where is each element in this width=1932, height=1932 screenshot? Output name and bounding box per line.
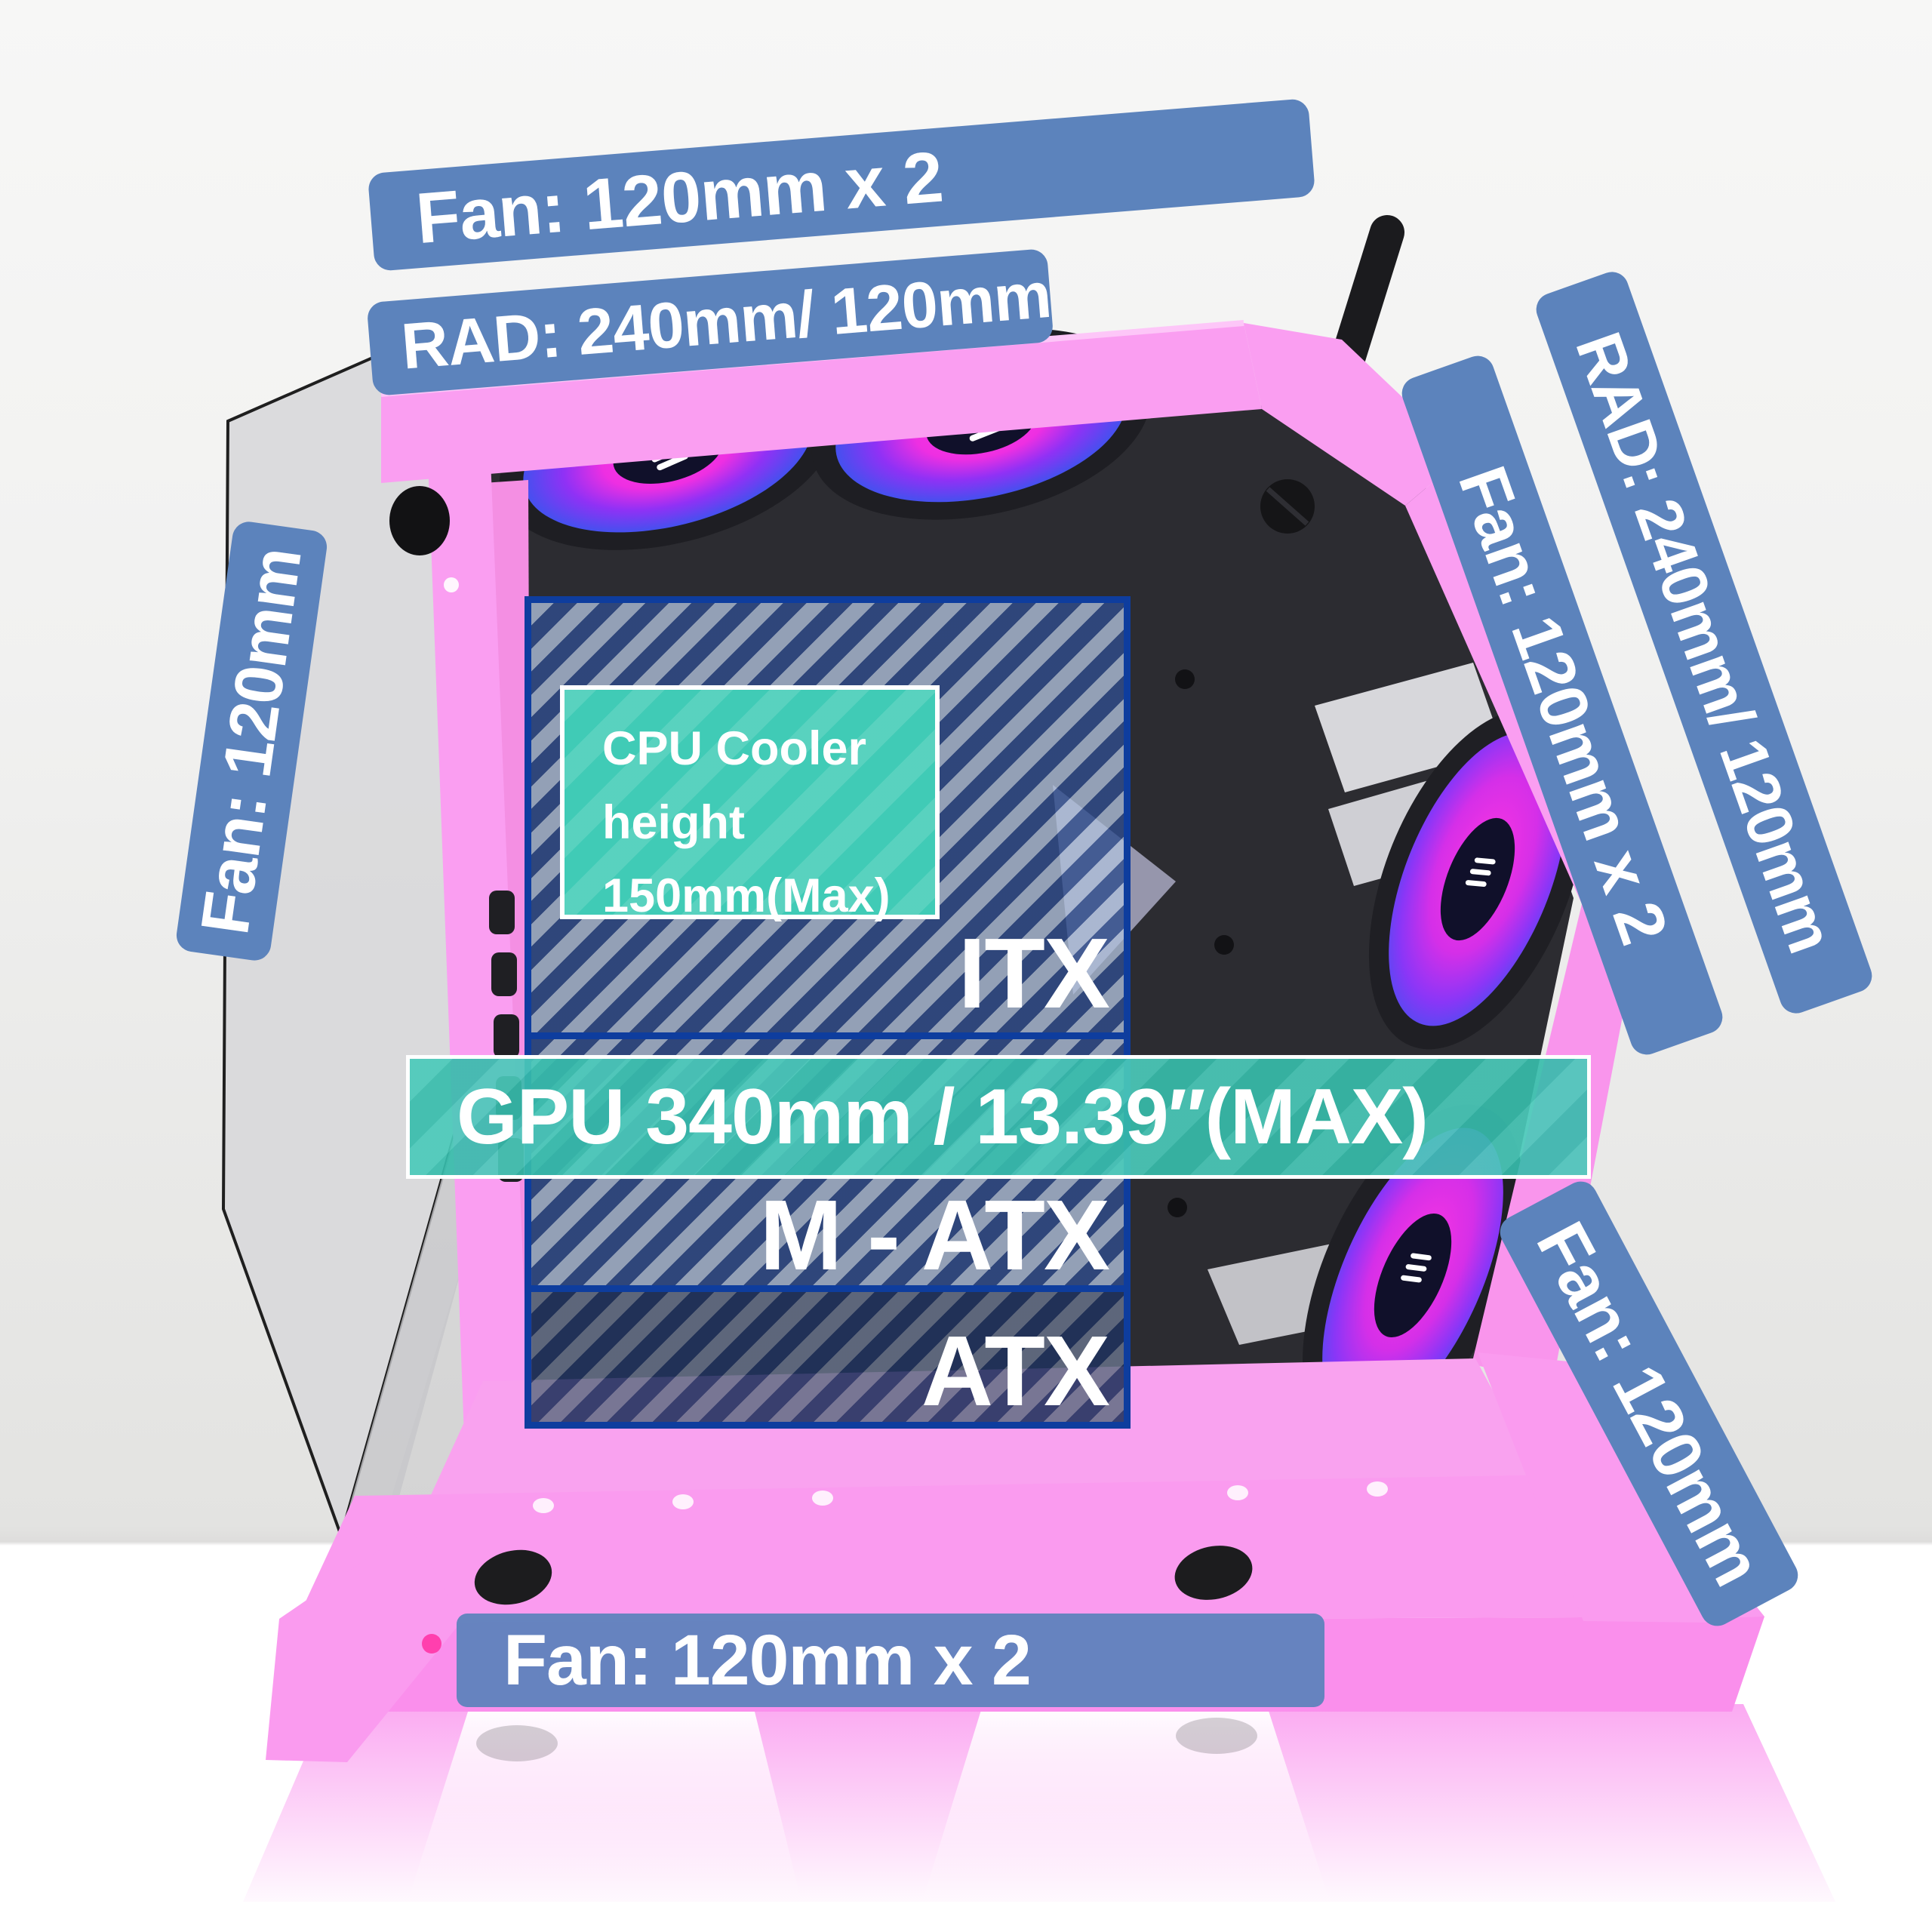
rgb-fan-rear-upper bbox=[1368, 709, 1587, 1050]
cpu-box-line: CPU Cooler bbox=[602, 722, 867, 775]
floor-reflection bbox=[243, 1704, 1835, 1902]
cpu-box-line: 150mm(Max) bbox=[602, 869, 891, 923]
zone-label-matx: M - ATX bbox=[759, 1180, 1110, 1291]
zone-label-atx: ATX bbox=[921, 1315, 1110, 1426]
matx-divider bbox=[531, 1285, 1124, 1292]
atx-shade bbox=[531, 1292, 1124, 1422]
gpu-clearance-label: GPU 340mm / 13.39″(MAX) bbox=[457, 1072, 1429, 1161]
cpu-cooler-height-box: CPU Cooler height 150mm(Max) bbox=[560, 685, 940, 922]
banner-bottom-fan-label: Fan: 120mm x 2 bbox=[503, 1620, 1032, 1700]
zone-label-itx: ITX bbox=[958, 918, 1110, 1029]
itx-divider bbox=[531, 1032, 1124, 1039]
gpu-clearance-banner: GPU 340mm / 13.39″(MAX) bbox=[406, 1055, 1591, 1179]
case-feet bbox=[474, 1546, 1253, 1605]
rear-fans bbox=[1303, 709, 1587, 1447]
banner-bottom-fan: Fan: 120mm x 2 bbox=[457, 1614, 1324, 1707]
rgb-fan-rear-lower bbox=[1303, 1104, 1523, 1447]
base-screw-holes bbox=[533, 1481, 1388, 1513]
cpu-box-line: height bbox=[602, 795, 745, 849]
